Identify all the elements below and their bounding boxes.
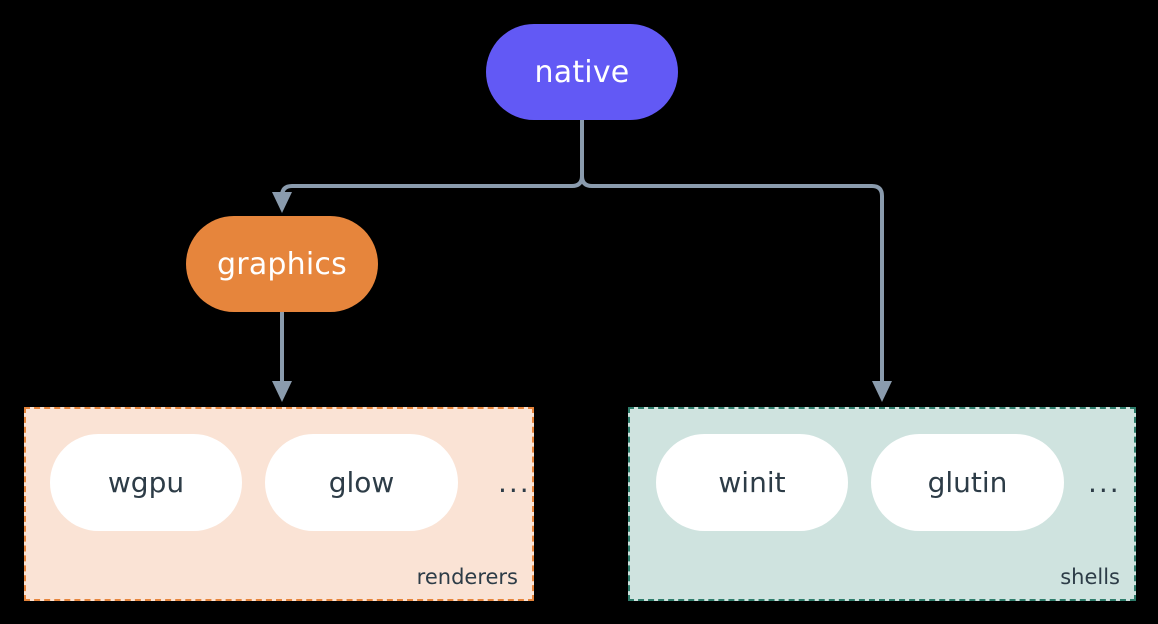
arrowhead-graphics-to-renderers <box>272 381 292 402</box>
pill-winit[interactable]: winit <box>656 434 848 531</box>
cluster-label-shells: shells <box>1060 565 1120 589</box>
node-graphics[interactable]: graphics <box>186 216 378 312</box>
edge-native-to-shells <box>580 174 884 387</box>
cluster-label-renderers: renderers <box>416 565 518 589</box>
cluster-shells: winit glutin ... shells <box>628 407 1136 601</box>
renderers-overflow-ellipsis: ... <box>498 466 531 499</box>
node-native[interactable]: native <box>486 24 678 120</box>
cluster-renderers: wgpu glow ... renderers <box>24 407 534 601</box>
pill-glutin[interactable]: glutin <box>871 434 1064 531</box>
pill-glow[interactable]: glow <box>265 434 458 531</box>
arrowhead-native-to-graphics <box>272 192 292 213</box>
edge-native-to-graphics <box>280 174 584 198</box>
arrowhead-native-to-shells <box>872 381 892 402</box>
shells-overflow-ellipsis: ... <box>1088 466 1121 499</box>
pill-wgpu[interactable]: wgpu <box>50 434 242 531</box>
